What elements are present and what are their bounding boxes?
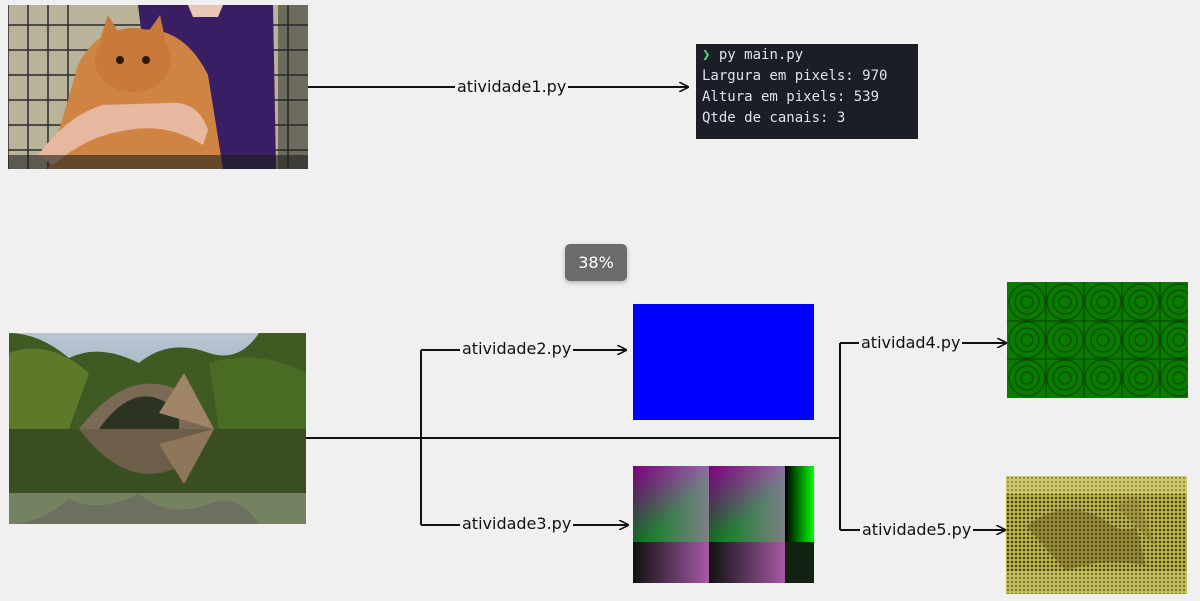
terminal-command-line: ❯ py main.py <box>702 45 912 66</box>
terminal-line-height: Altura em pixels: 539 <box>702 89 880 105</box>
atividade5-output-yellow-mosaic <box>1006 476 1187 594</box>
terminal-command: py main.py <box>718 47 804 63</box>
terminal-output: ❯ py main.py Largura em pixels: 970 Altu… <box>696 44 918 139</box>
label-atividade1: atividade1.py <box>455 77 569 97</box>
cat-photo <box>8 5 308 169</box>
atividade4-output-green-pattern <box>1007 282 1188 398</box>
prompt-icon: ❯ <box>702 47 711 63</box>
atividade3-output-gradient <box>633 466 814 583</box>
zoom-level-badge: 38% <box>565 244 627 281</box>
label-atividade4: atividad4.py <box>859 333 963 353</box>
label-atividade3: atividade3.py <box>460 514 574 534</box>
atividade2-output-blue <box>633 304 814 420</box>
label-atividade2: atividade2.py <box>460 339 574 359</box>
terminal-line-width: Largura em pixels: 970 <box>702 68 888 84</box>
label-atividade5: atividade5.py <box>860 520 974 540</box>
terminal-line-channels: Qtde de canais: 3 <box>702 110 846 126</box>
bridge-photo <box>9 333 306 524</box>
